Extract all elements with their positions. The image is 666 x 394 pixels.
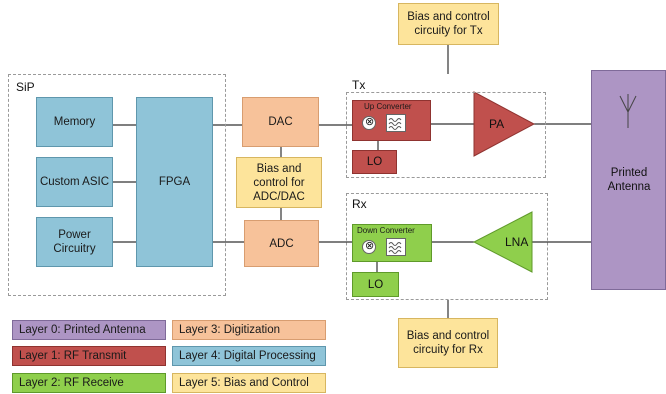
rx-filter-wave-icon: [388, 242, 402, 254]
custom-asic-block: Custom ASIC: [36, 157, 113, 207]
lna-amplifier-shape: [472, 211, 533, 273]
legend-layer-1: Layer 1: RF Transmit: [12, 346, 166, 366]
fpga-block: FPGA: [136, 97, 213, 267]
legend-layer-3-label: Layer 3: Digitization: [179, 324, 280, 336]
sip-label: SiP: [16, 80, 35, 94]
legend-layer-2: Layer 2: RF Receive: [12, 373, 166, 393]
pa-label: PA: [489, 117, 505, 131]
rx-mixer-icon: [362, 240, 376, 254]
legend-layer-2-label: Layer 2: RF Receive: [19, 377, 124, 389]
lo-tx-block: LO: [352, 150, 397, 174]
lo-rx-block: LO: [352, 272, 399, 297]
rx-mixer-x-icon: ⊗: [365, 240, 375, 252]
filter-wave-icon: [388, 118, 402, 130]
tx-label: Tx: [352, 78, 366, 92]
legend-layer-0-label: Layer 0: Printed Antenna: [19, 324, 146, 336]
printed-antenna-label: Printed Antenna: [607, 167, 651, 193]
sip-container: [8, 74, 226, 296]
down-converter-label: Down Converter: [357, 226, 415, 235]
legend-layer-3: Layer 3: Digitization: [172, 320, 326, 340]
bias-tx-block: Bias and control circuity for Tx: [398, 3, 499, 45]
legend-layer-5-label: Layer 5: Bias and Control: [179, 377, 309, 389]
rx-container: [346, 193, 548, 300]
legend-layer-0: Layer 0: Printed Antenna: [12, 320, 166, 340]
antenna-icon: [619, 94, 637, 128]
mixer-icon: [362, 116, 376, 130]
dac-block: DAC: [242, 97, 319, 147]
legend-layer-4: Layer 4: Digital Processing: [172, 346, 326, 366]
legend-layer-4-label: Layer 4: Digital Processing: [179, 350, 316, 362]
pa-amplifier-shape: [473, 91, 536, 157]
bias-rx-block: Bias and control circuity for Rx: [398, 318, 498, 368]
power-circuitry-block: Power Circuitry: [36, 217, 113, 267]
legend-layer-1-label: Layer 1: RF Transmit: [19, 350, 127, 362]
bias-adc-dac-block: Bias and control for ADC/DAC: [236, 157, 322, 208]
memory-block: Memory: [36, 97, 113, 147]
legend-layer-5: Layer 5: Bias and Control: [172, 373, 326, 393]
tx-container: [346, 92, 546, 178]
mixer-x-icon: ⊗: [365, 116, 375, 128]
up-converter-label: Up Converter: [364, 102, 412, 111]
rx-label: Rx: [352, 197, 367, 211]
lna-label: LNA: [505, 235, 529, 249]
adc-block: ADC: [244, 220, 319, 267]
